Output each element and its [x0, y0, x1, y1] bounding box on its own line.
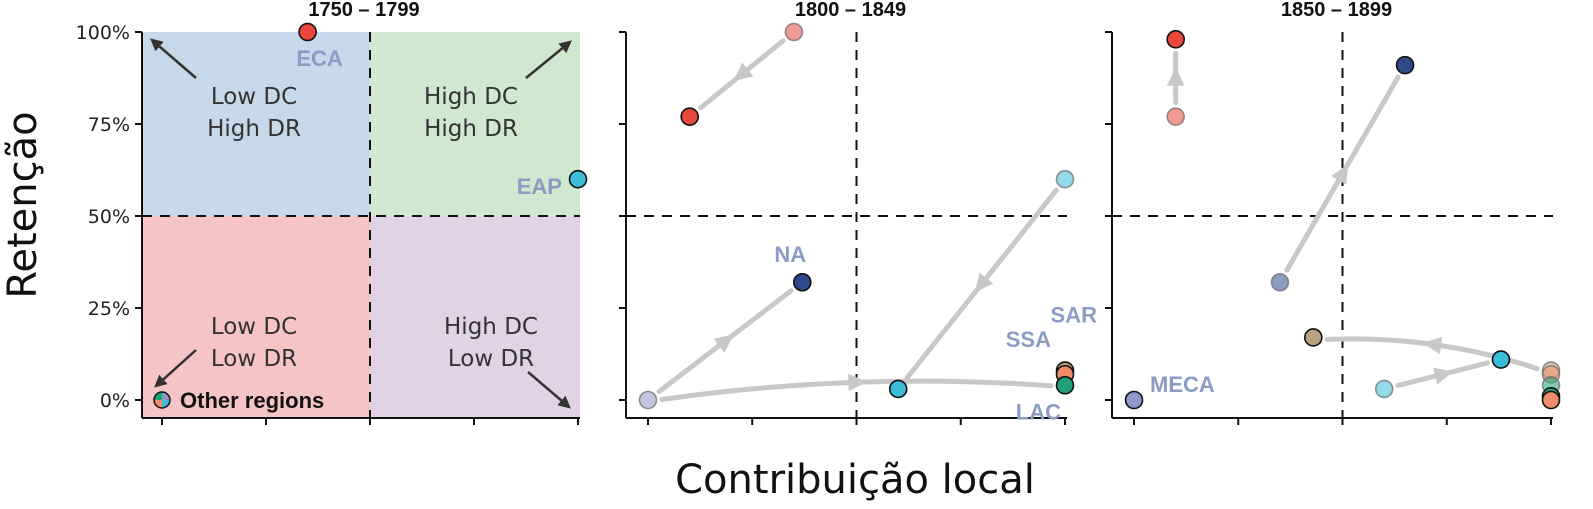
point-sar	[1304, 328, 1323, 347]
quadrant-label-low-dc-low-dr: Low DC	[211, 314, 297, 340]
quadrant-arrow-bottom-left	[154, 349, 197, 388]
region-label-ssa: SSA	[1006, 327, 1051, 352]
y-tick-label: 50%	[88, 206, 130, 228]
point-na	[1395, 55, 1415, 75]
point-meca	[638, 390, 658, 410]
region-label-lac: LAC	[1016, 399, 1061, 424]
point-na	[1270, 272, 1290, 292]
transition-arrowhead	[1166, 67, 1185, 86]
point-eca	[680, 107, 700, 126]
point-eca	[1166, 30, 1185, 49]
quadrant-label-low-dc-high-dr: High DR	[207, 116, 301, 142]
panel-title: 1800 – 1849	[795, 0, 906, 21]
transition-arrowhead	[848, 373, 868, 392]
point-eap	[1055, 169, 1075, 189]
point-eap	[888, 379, 908, 399]
quadrant-label-low-dc-low-dr: Low DR	[211, 346, 297, 372]
legend-other-regions: Other regions	[180, 388, 324, 413]
point-ssa	[1541, 390, 1561, 410]
transition-arrowhead	[1432, 367, 1454, 385]
point-eap	[1374, 379, 1394, 399]
point-eca	[784, 22, 804, 42]
panel-title: 1750 – 1799	[308, 0, 419, 21]
quadrant-arrow-top-right	[525, 40, 572, 79]
other-regions-point-slice	[154, 400, 162, 408]
point-meca	[1124, 390, 1144, 410]
other-regions-point-slice	[162, 392, 170, 400]
quadrant-label-high-dc-high-dr: High DR	[424, 116, 518, 142]
point-eap	[1491, 350, 1511, 369]
y-tick-label: 75%	[88, 114, 130, 136]
point-na	[792, 272, 812, 292]
quadrant-label-low-dc-high-dr: Low DC	[211, 84, 297, 110]
y-axis-title: Retenção	[0, 111, 46, 298]
panel-title: 1850 – 1899	[1281, 0, 1392, 21]
point-eca	[298, 22, 317, 42]
region-label-sar: SAR	[1051, 303, 1098, 328]
region-label-meca: MECA	[1150, 372, 1215, 397]
quadrant-arrow-bottom-right	[527, 371, 571, 409]
y-tick-label: 0%	[100, 390, 130, 412]
region-label-eap: EAP	[517, 174, 562, 199]
transition-arrowhead	[733, 62, 754, 82]
point-eap	[568, 169, 588, 189]
quadrant-arrow-top-left	[150, 38, 197, 79]
quadrant-label-high-dc-low-dr: Low DR	[448, 346, 534, 372]
transition-arrowhead	[974, 272, 994, 293]
transition-arrowhead	[713, 334, 734, 353]
x-axis-title: Contribuição local	[675, 457, 1035, 503]
transition-arrowhead	[1422, 336, 1443, 355]
quadrant-label-high-dc-high-dr: High DC	[424, 84, 518, 110]
region-label-na: NA	[774, 242, 806, 267]
transition-arrowhead	[1331, 164, 1348, 185]
other-regions-point-slice	[154, 392, 162, 400]
point-eca	[1166, 107, 1185, 126]
y-tick-label: 100%	[76, 22, 130, 44]
other-regions-point-slice	[162, 400, 170, 408]
region-label-eca: ECA	[296, 46, 343, 71]
y-tick-label: 25%	[88, 298, 130, 320]
other-regions-point	[153, 391, 171, 409]
point-lac	[1055, 375, 1075, 395]
quadrant-label-high-dc-low-dr: High DC	[444, 314, 538, 340]
quadrant-high-dc-low-dr	[370, 216, 580, 418]
quadrant-low-dc-low-dr	[142, 216, 370, 418]
